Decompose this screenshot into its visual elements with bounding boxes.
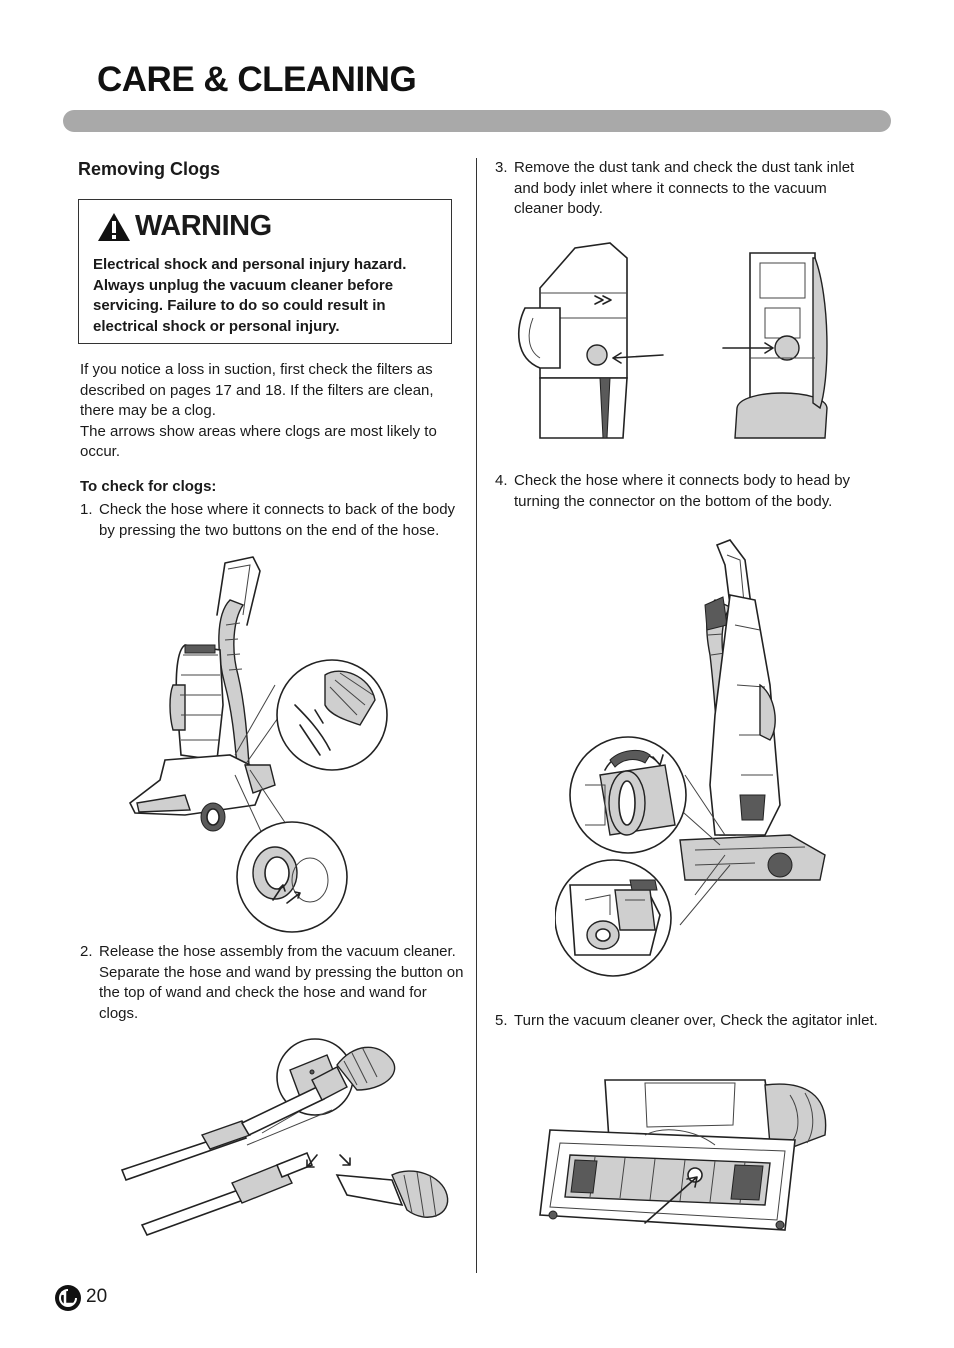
- page-title: CARE & CLEANING: [97, 60, 417, 99]
- figure-agitator-inlet: [539, 1079, 827, 1231]
- figure-hose-head-connector: [555, 539, 826, 977]
- warning-box: WARNING Electrical shock and personal in…: [78, 199, 452, 344]
- step-2-number: 2.: [80, 943, 93, 960]
- warning-title-text: WARNING: [135, 210, 272, 242]
- section-heading: Removing Clogs: [78, 159, 221, 179]
- step-1-number: 1.: [80, 501, 93, 518]
- step-4: 4. Check the hose where it connects body…: [495, 471, 885, 512]
- page-number: 20: [86, 1286, 108, 1307]
- intro-paragraph-1: If you notice a loss in suction, first c…: [80, 361, 434, 419]
- title-bar: [63, 110, 891, 132]
- intro-paragraph-2: The arrows show areas where clogs are mo…: [80, 422, 437, 461]
- step-5-number: 5.: [495, 1012, 508, 1029]
- check-heading: To check for clogs:: [80, 478, 217, 495]
- step-5: 5. Turn the vacuum cleaner over, Check t…: [495, 1011, 885, 1032]
- step-5-text: Turn the vacuum cleaner over, Check the …: [514, 1012, 878, 1029]
- figure-hose-body-connection: [128, 556, 388, 933]
- figure-hose-wand-separation: [120, 1038, 449, 1236]
- column-divider: [476, 158, 477, 1273]
- step-3-text: Remove the dust tank and check the dust …: [514, 159, 855, 217]
- step-4-number: 4.: [495, 472, 508, 489]
- intro-text: If you notice a loss in suction, first c…: [80, 360, 460, 463]
- step-1: 1. Check the hose where it connects to b…: [80, 500, 460, 541]
- step-3-number: 3.: [495, 159, 508, 176]
- step-2-text: Release the hose assembly from the vacuu…: [99, 943, 464, 1022]
- step-2: 2. Release the hose assembly from the va…: [80, 942, 466, 1024]
- lg-logo-icon: [55, 1285, 81, 1311]
- step-1-text: Check the hose where it connects to back…: [99, 501, 456, 539]
- step-3: 3. Remove the dust tank and check the du…: [495, 158, 875, 220]
- warning-triangle-icon: [98, 212, 130, 241]
- step-4-text: Check the hose where it connects body to…: [514, 472, 851, 510]
- figure-dust-tank-inlet: [518, 242, 828, 439]
- warning-text: Electrical shock and personal injury haz…: [93, 256, 407, 335]
- warning-title: WARNING: [97, 210, 272, 243]
